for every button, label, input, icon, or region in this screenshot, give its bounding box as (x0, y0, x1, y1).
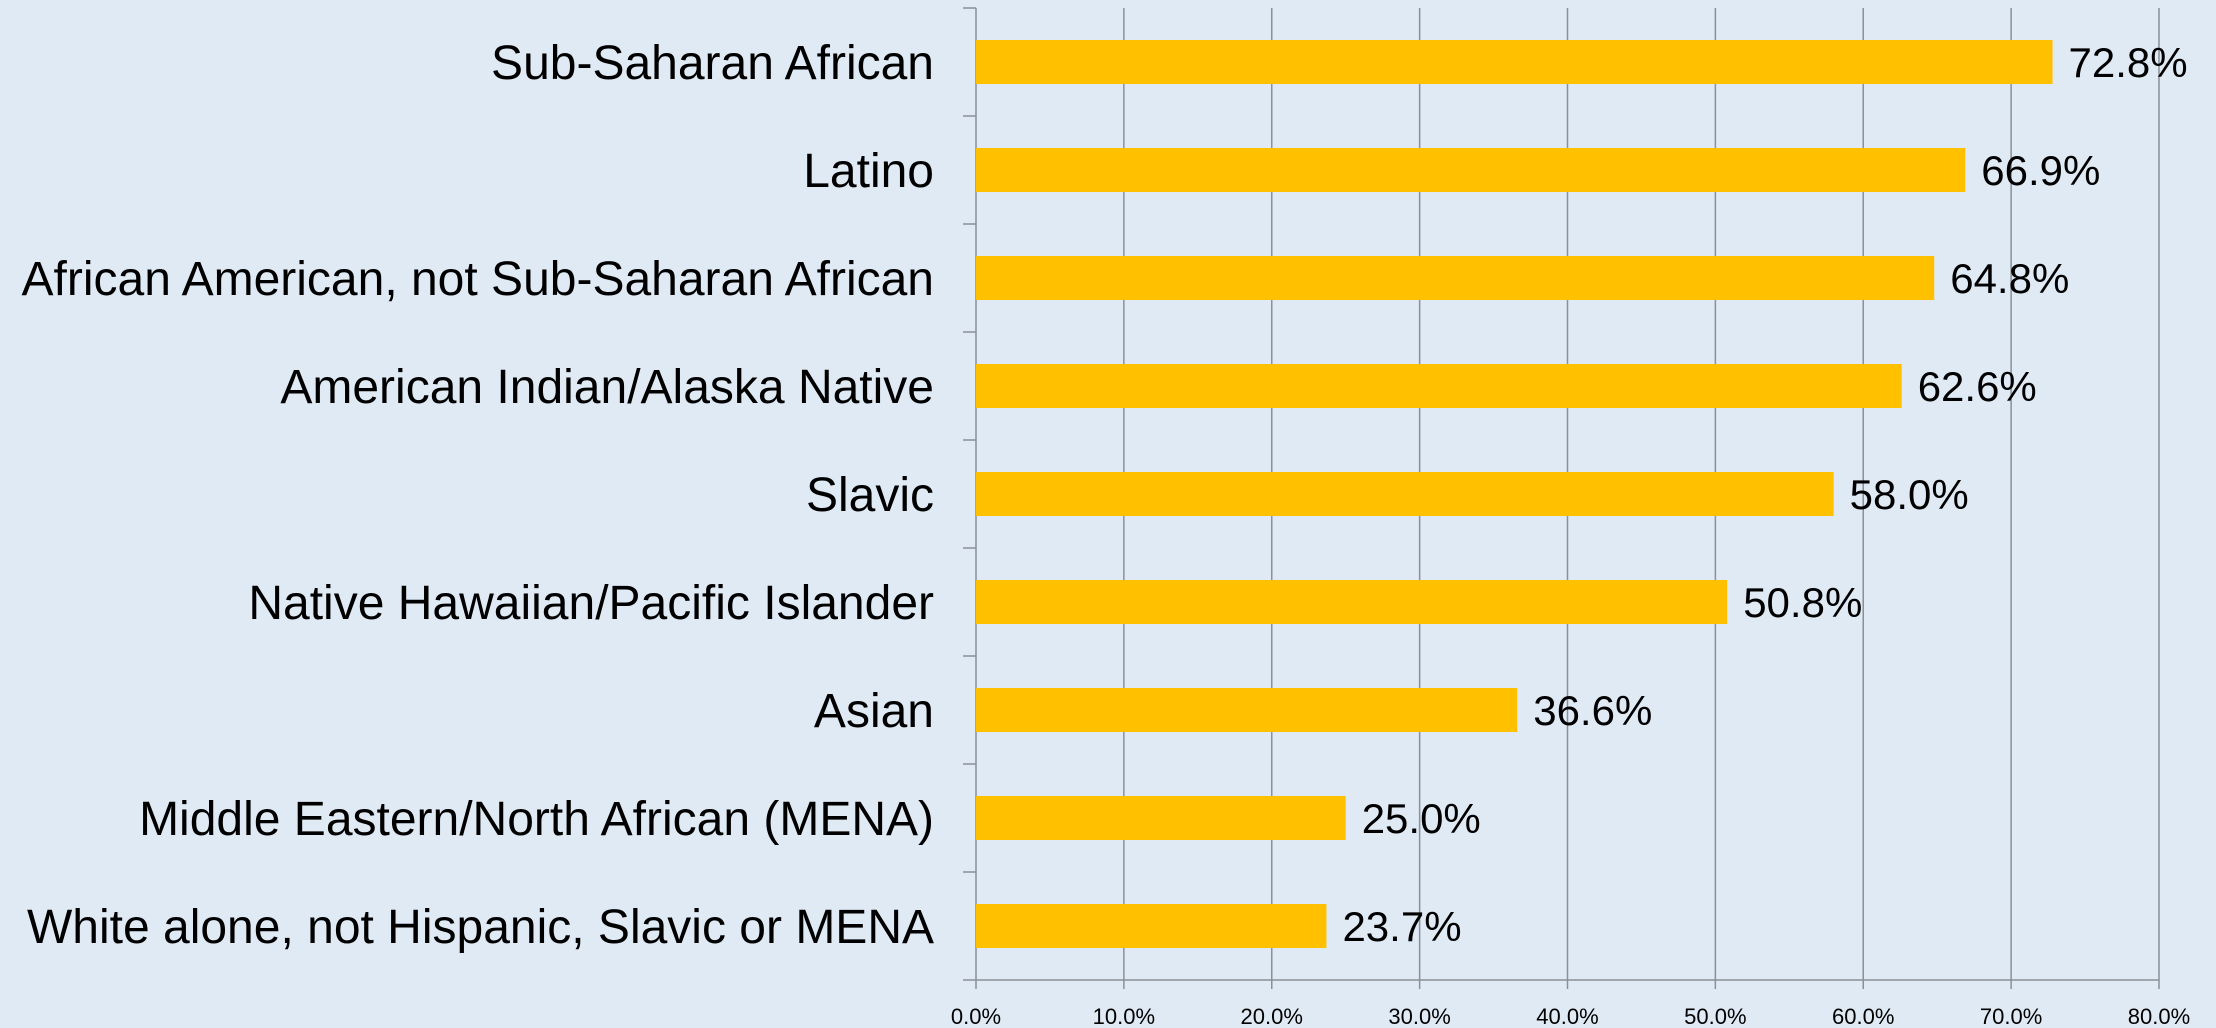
bar (976, 796, 1346, 840)
category-label: Middle Eastern/North African (MENA) (139, 793, 934, 846)
bars (976, 40, 2053, 948)
value-label: 23.7% (1342, 903, 1461, 950)
bar (976, 256, 1935, 300)
bar (976, 904, 1327, 948)
value-label: 64.8% (1950, 255, 2069, 302)
category-label: Latino (803, 145, 934, 198)
x-tick-label: 10.0% (1093, 1004, 1155, 1028)
value-label: 50.8% (1743, 579, 1862, 626)
category-label: Slavic (806, 469, 934, 522)
x-tick-label: 40.0% (1536, 1004, 1598, 1028)
x-tick-labels: 0.0% 10.0% 20.0% 30.0% 40.0% 50.0% 60.0% 70.0% 8… (951, 1004, 2190, 1028)
value-label: 58.0% (1850, 471, 1969, 518)
x-tick-label: 80.0% (2128, 1004, 2190, 1028)
x-tick-label: 60.0% (1832, 1004, 1894, 1028)
bar (976, 688, 1518, 732)
value-label: 36.6% (1533, 687, 1652, 734)
value-labels: 72.8% 66.9% 64.8% 62.6% 58.0% 50.8% 36.6% 25.0%… (1342, 39, 2187, 950)
bar (976, 580, 1728, 624)
value-label: 25.0% (1362, 795, 1481, 842)
category-label: White alone, not Hispanic, Slavic or MEN… (27, 901, 934, 954)
value-label: 62.6% (1918, 363, 2037, 410)
bar (976, 472, 1834, 516)
category-label: American Indian/Alaska Native (280, 361, 934, 414)
category-label: Sub-Saharan African (491, 37, 934, 90)
value-label: 66.9% (1981, 147, 2100, 194)
bar (976, 40, 2053, 84)
value-label: 72.8% (2069, 39, 2188, 86)
category-label: Native Hawaiian/Pacific Islander (248, 577, 934, 630)
x-tick-label: 20.0% (1241, 1004, 1303, 1028)
bar (976, 364, 1902, 408)
x-tick-label: 70.0% (1980, 1004, 2042, 1028)
bar (976, 148, 1966, 192)
x-tick-label: 0.0% (951, 1004, 1001, 1028)
x-tick-label: 50.0% (1684, 1004, 1746, 1028)
category-label: African American, not Sub-Saharan Africa… (22, 253, 935, 306)
x-tick-label: 30.0% (1388, 1004, 1450, 1028)
category-label: Asian (814, 685, 934, 738)
